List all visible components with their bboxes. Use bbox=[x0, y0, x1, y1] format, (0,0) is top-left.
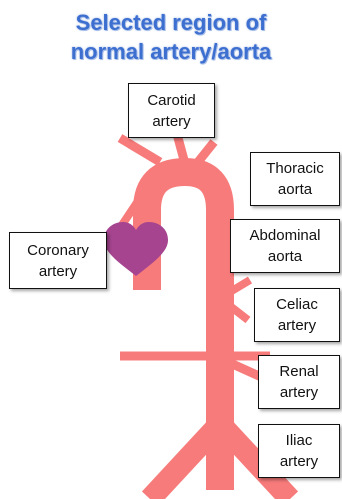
celiac-line-1: Celiac bbox=[276, 294, 318, 315]
coronary-line-2: artery bbox=[39, 261, 77, 282]
renal-line-2: artery bbox=[280, 382, 318, 403]
label-carotid-artery: Carotid artery bbox=[128, 83, 215, 138]
thoracic-line-1: Thoracic bbox=[266, 158, 324, 179]
abdominal-line-2: aorta bbox=[268, 246, 302, 267]
label-celiac-artery: Celiac artery bbox=[254, 288, 340, 342]
celiac-line-2: artery bbox=[278, 315, 316, 336]
iliac-branch-left bbox=[150, 430, 214, 499]
carotid-branch-left bbox=[120, 138, 160, 162]
label-thoracic-aorta: Thoracic aorta bbox=[250, 152, 340, 206]
label-abdominal-aorta: Abdominal aorta bbox=[230, 219, 340, 273]
label-iliac-artery: Iliac artery bbox=[258, 424, 340, 478]
carotid-branch-right bbox=[198, 142, 214, 162]
coronary-line-1: Coronary bbox=[27, 240, 89, 261]
carotid-line-1: Carotid bbox=[147, 90, 195, 111]
iliac-line-1: Iliac bbox=[286, 430, 313, 451]
thoracic-line-2: aorta bbox=[278, 179, 312, 200]
carotid-line-2: artery bbox=[152, 111, 190, 132]
label-coronary-artery: Coronary artery bbox=[9, 232, 107, 289]
abdominal-line-1: Abdominal bbox=[250, 225, 321, 246]
label-renal-artery: Renal artery bbox=[258, 355, 340, 409]
iliac-line-2: artery bbox=[280, 451, 318, 472]
renal-line-1: Renal bbox=[279, 361, 318, 382]
